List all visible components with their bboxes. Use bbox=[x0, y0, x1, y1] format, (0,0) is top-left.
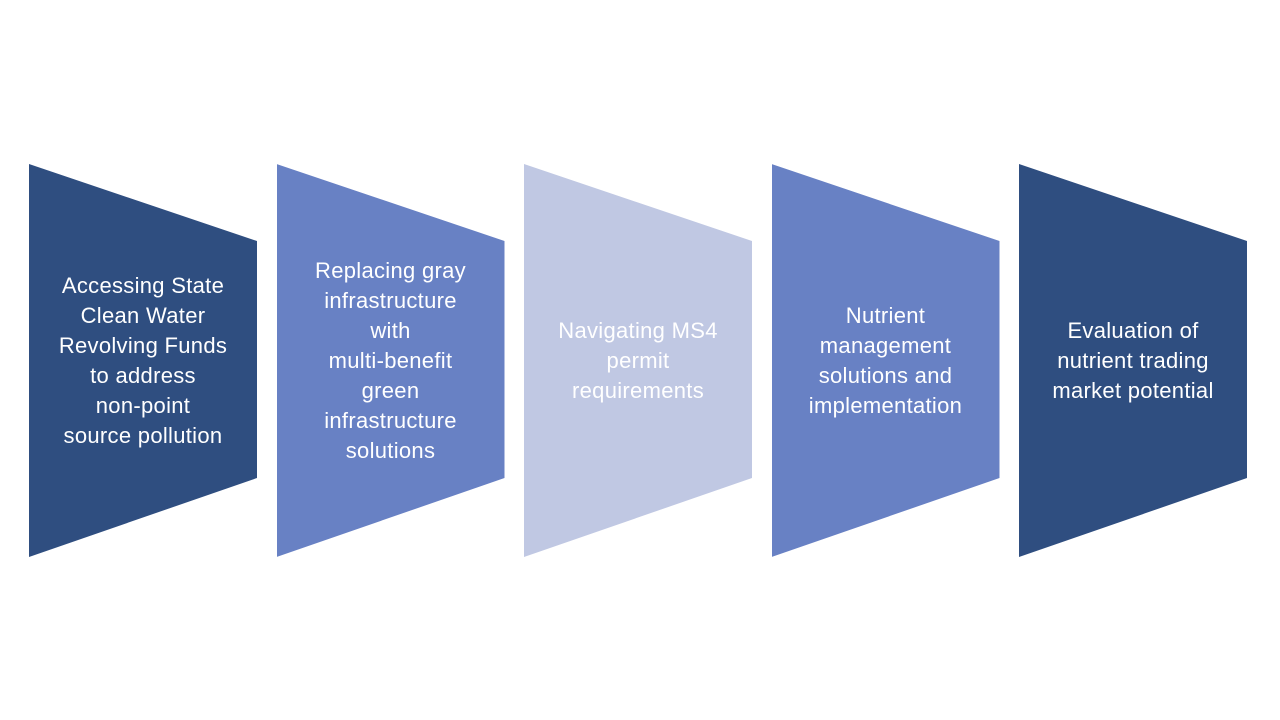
process-step-3-label: Navigating MS4 permit requirements bbox=[558, 317, 718, 403]
process-step-1-label: Accessing State Clean Water Revolving Fu… bbox=[58, 272, 228, 448]
process-step-3: Navigating MS4 permit requirements bbox=[524, 164, 752, 557]
process-step-2: Replacing gray infrastructure with multi… bbox=[276, 164, 505, 557]
process-step-5-label: Evaluation of nutrient trading market po… bbox=[1052, 317, 1214, 403]
process-step-1: Accessing State Clean Water Revolving Fu… bbox=[29, 164, 257, 557]
process-step-4: Nutrient management solutions and implem… bbox=[771, 164, 1000, 557]
process-step-2-label: Replacing gray infrastructure with multi… bbox=[315, 257, 466, 463]
process-step-5: Evaluation of nutrient trading market po… bbox=[1019, 164, 1247, 557]
process-step-4-label: Nutrient management solutions and implem… bbox=[808, 302, 963, 418]
